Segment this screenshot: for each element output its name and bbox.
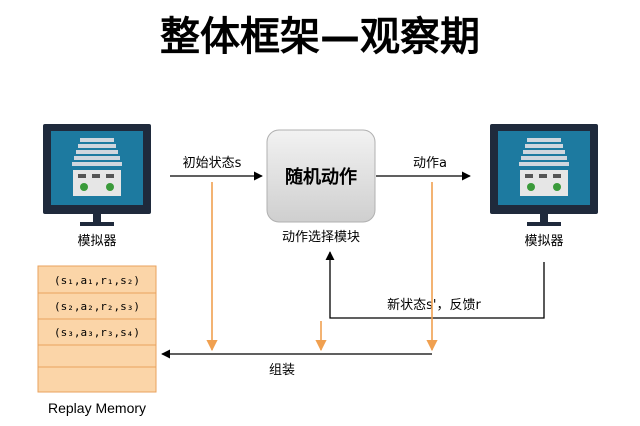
action-module-box [266, 129, 376, 223]
memory-row: (s₃,a₃,r₃,s₄) [54, 326, 140, 339]
assemble-label: 组装 [269, 363, 295, 378]
initial-state-label: 初始状态s [183, 156, 242, 171]
left-simulator-monitor-icon [43, 124, 151, 226]
page-title: 整体框架—观察期 [160, 14, 480, 60]
action-module-caption: 动作选择模块 [282, 230, 360, 245]
right-monitor-label: 模拟器 [524, 234, 563, 249]
replay-memory-label: Replay Memory [48, 400, 146, 416]
feedback-arrow [325, 251, 545, 319]
right-simulator-monitor-icon [490, 124, 598, 226]
memory-row: (s₁,a₁,r₁,s₂) [54, 274, 140, 287]
feedback-label: 新状态s'，反馈r [387, 297, 481, 313]
action-module-text: 随机动作 [285, 166, 357, 188]
replay-memory-stack: (s₁,a₁,r₁,s₂) (s₂,a₂,r₂,s₃) (s₃,a₃,r₃,s₄… [37, 265, 157, 393]
left-monitor-label: 模拟器 [77, 234, 116, 249]
action-label: 动作a [413, 156, 447, 171]
memory-row: (s₂,a₂,r₂,s₃) [54, 300, 140, 313]
